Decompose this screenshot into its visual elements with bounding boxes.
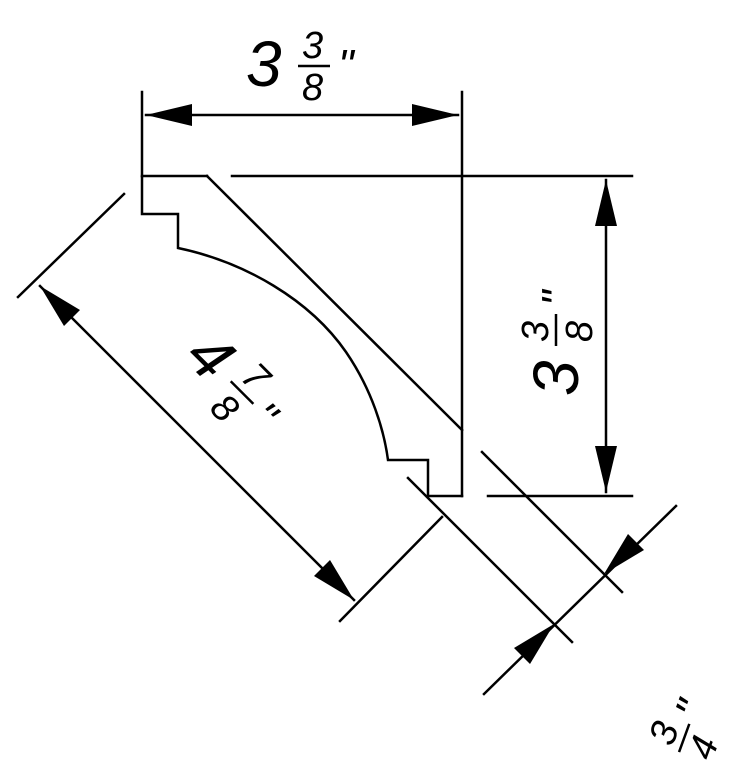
label-right-height-unit: ": [533, 288, 582, 306]
molding-profile: [140, 90, 464, 498]
arrow-left-icon: [146, 104, 192, 126]
label-thickness: 3 4 ": [641, 692, 728, 765]
label-right-height-numerator: 3: [515, 321, 557, 342]
extension-lines: [16, 90, 634, 644]
label-right-height-whole: 3: [520, 360, 592, 396]
dimension-thickness: [482, 504, 678, 696]
arrow-up-left-icon: [40, 286, 80, 326]
arrow-down-icon: [595, 446, 617, 492]
label-diagonal-face-unit: ": [241, 393, 288, 440]
dimension-diagonal-face: [38, 284, 356, 602]
arrow-left-down-icon: [604, 534, 644, 574]
label-top-width: 3 3 8 ": [246, 25, 356, 109]
label-thickness-denominator: 4: [681, 731, 728, 765]
arrow-right-icon: [412, 104, 458, 126]
label-top-width-unit: ": [338, 41, 356, 90]
label-diagonal-face-denominator: 8: [202, 386, 247, 431]
label-diagonal-face: 4 7 8 ": [173, 318, 288, 441]
dimension-right-height: [595, 178, 617, 494]
label-thickness-unit: ": [666, 692, 718, 726]
label-top-width-numerator: 3: [302, 25, 323, 67]
label-top-width-whole: 3: [246, 28, 282, 100]
dimension-top-width: [144, 104, 460, 126]
arrow-right-up-icon: [514, 624, 554, 664]
label-right-height: 3 3 8 ": [515, 288, 601, 396]
arrow-up-icon: [595, 180, 617, 226]
label-right-height-denominator: 8: [559, 321, 601, 342]
label-top-width-denominator: 8: [302, 67, 323, 109]
arrow-down-right-icon: [314, 560, 354, 600]
